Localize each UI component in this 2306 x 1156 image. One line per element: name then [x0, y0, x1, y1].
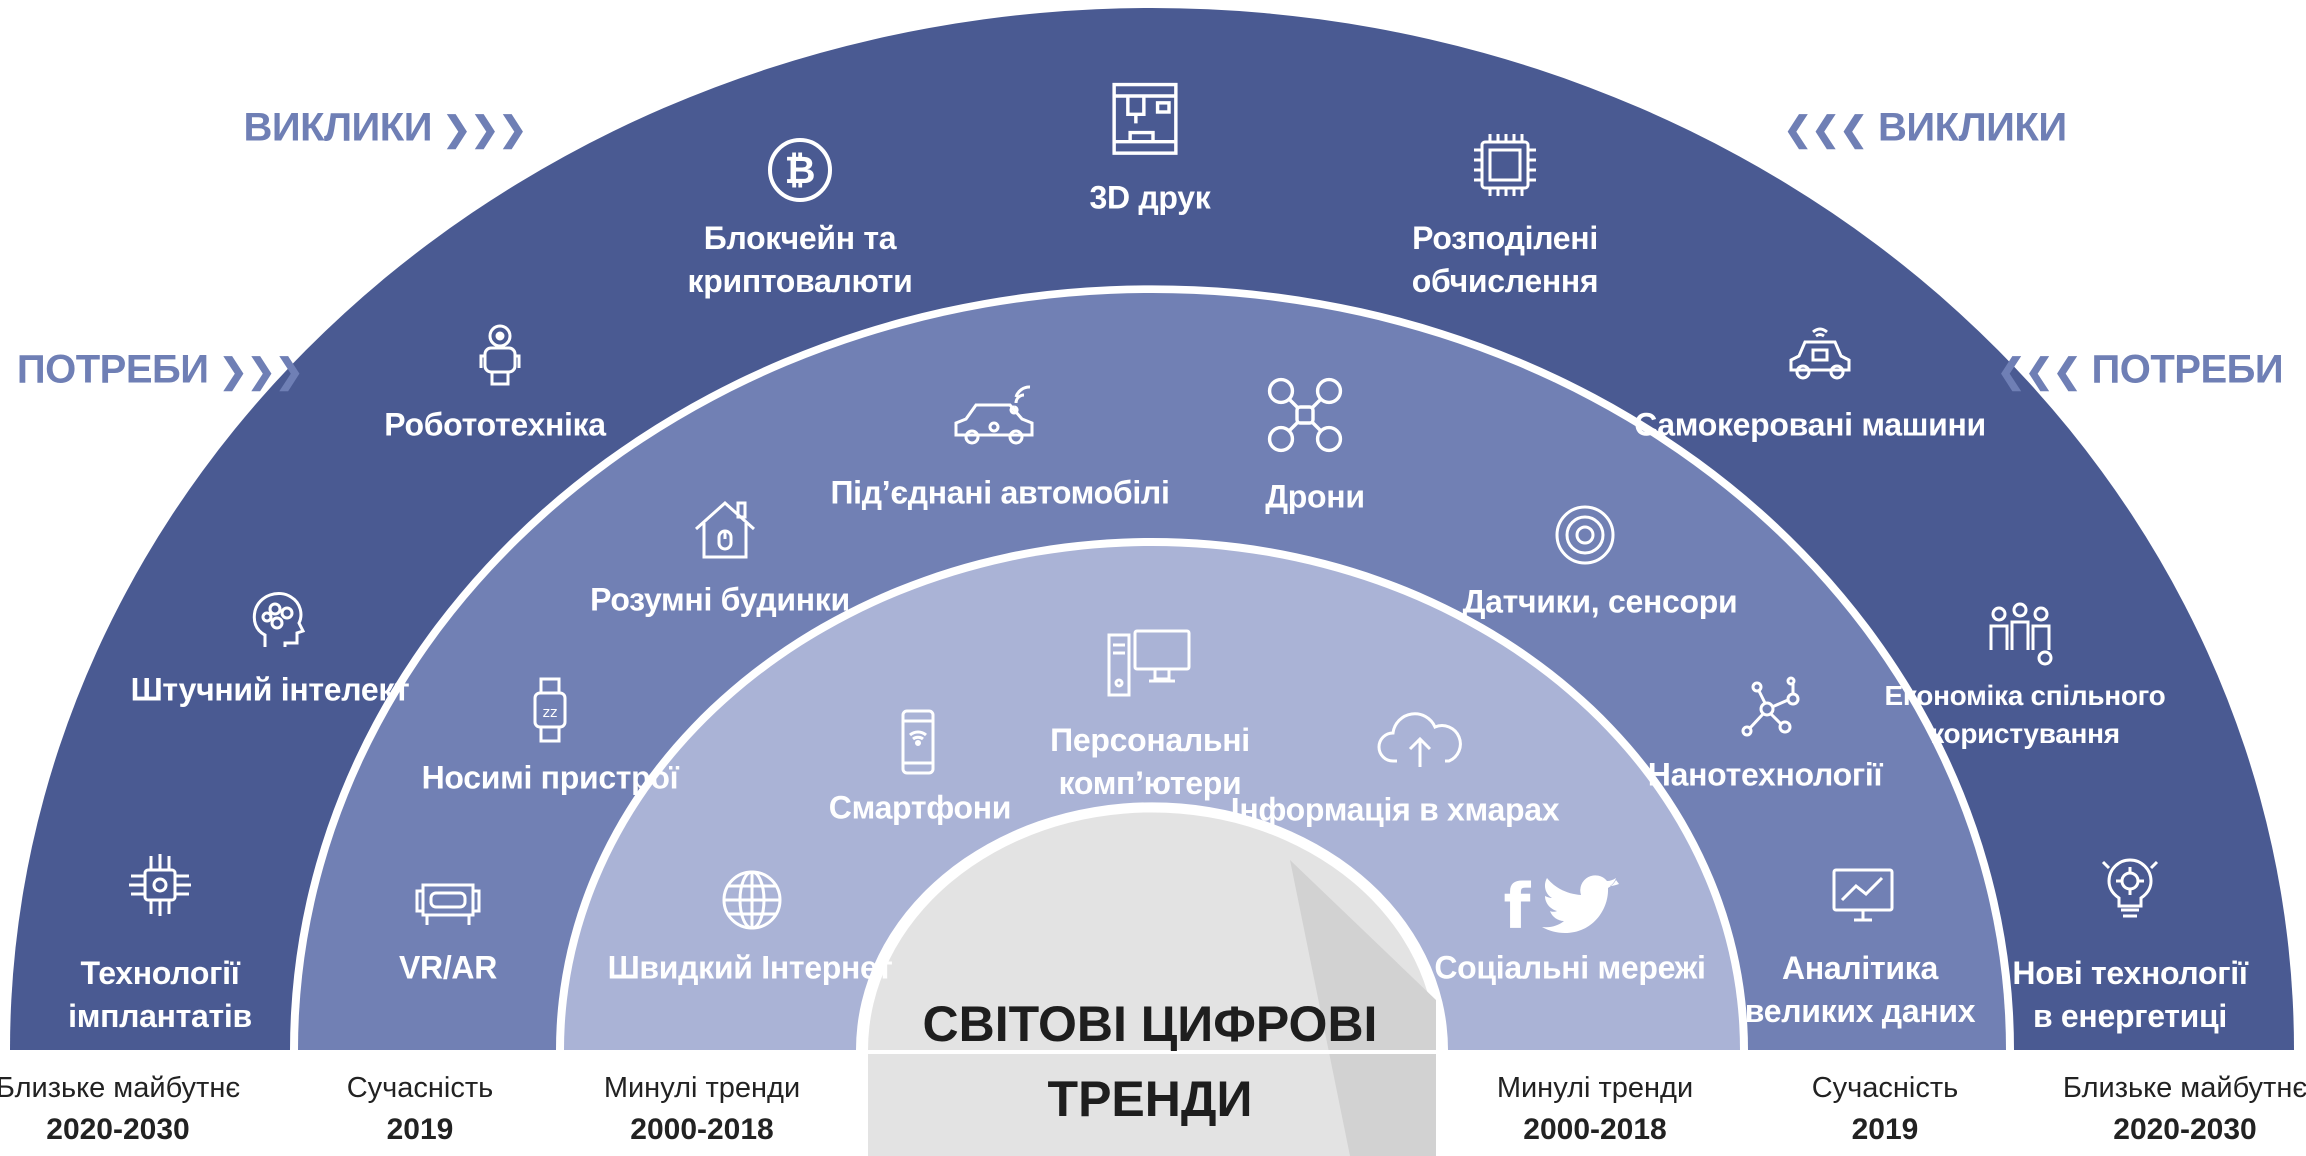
svg-text:₿: ₿: [785, 148, 816, 192]
processor-icon: [1470, 130, 1540, 200]
ai-label: Штучний інтелект: [130, 671, 410, 708]
3d-print-label: 3D друк: [1089, 179, 1211, 216]
vr-ar-label: VR/AR: [398, 949, 498, 986]
inner-ring: [564, 546, 1740, 1050]
facebook-twitter-icon: f: [1495, 870, 1635, 940]
connected-car-icon: [950, 385, 1040, 455]
sensors-label: Датчики, сенсори: [1462, 583, 1738, 620]
chip-icon: [125, 850, 195, 920]
smartphone-icon: [883, 707, 953, 777]
molecule-icon: [1735, 675, 1805, 745]
social-networks-label: Соціальні мережі: [1434, 949, 1706, 986]
lightbulb-gear-icon: [2095, 850, 2165, 920]
analytics-monitor-icon: [1828, 860, 1898, 930]
drone-icon: [1265, 375, 1345, 455]
cloud-upload-icon: [1375, 705, 1465, 775]
connected-cars-label: Під’єднані автомобілі: [830, 474, 1170, 511]
globe-icon: [717, 865, 787, 935]
svg-text:zz: zz: [543, 705, 558, 721]
bitcoin-icon: ₿: [765, 135, 835, 205]
robot-icon: [465, 320, 535, 390]
desktop-computer-icon: [1105, 625, 1195, 705]
smart-homes-label: Розумні будинки: [590, 581, 850, 618]
vr-headset-icon: [413, 865, 483, 935]
svg-text:f: f: [1504, 870, 1532, 940]
needs-header-right: ❮❮❮ ПОТРЕБИ: [1996, 347, 2284, 392]
sensor-icon: [1550, 500, 1620, 570]
smartwatch-icon: zz: [515, 675, 585, 745]
fast-internet-label: Швидкий Інтернет: [607, 949, 893, 986]
3d-printer-icon: [1105, 80, 1185, 160]
autonomous-car-icon: [1785, 320, 1855, 390]
smartphones-label: Смартфони: [828, 789, 1012, 826]
nanotech-label: Нанотехнології: [1647, 756, 1883, 793]
cloud-info-label: Інформація в хмарах: [1230, 791, 1560, 828]
self-driving-label: Самокеровані машини: [1634, 406, 1986, 443]
robotics-label: Робототехніка: [384, 406, 606, 443]
brain-head-icon: [245, 585, 315, 655]
people-icon: [1985, 600, 2055, 670]
center-shape: [868, 812, 1436, 1156]
wearables-label: Носимі пристрої: [421, 759, 679, 796]
needs-header-left: ПОТРЕБИ ❯❯❯: [16, 347, 304, 392]
smart-home-icon: [690, 495, 760, 565]
challenges-header-left: ВИКЛИКИ ❯❯❯: [243, 105, 527, 150]
drones-label: Дрони: [1265, 478, 1365, 515]
challenges-header-right: ❮❮❮ ВИКЛИКИ: [1783, 105, 2067, 150]
